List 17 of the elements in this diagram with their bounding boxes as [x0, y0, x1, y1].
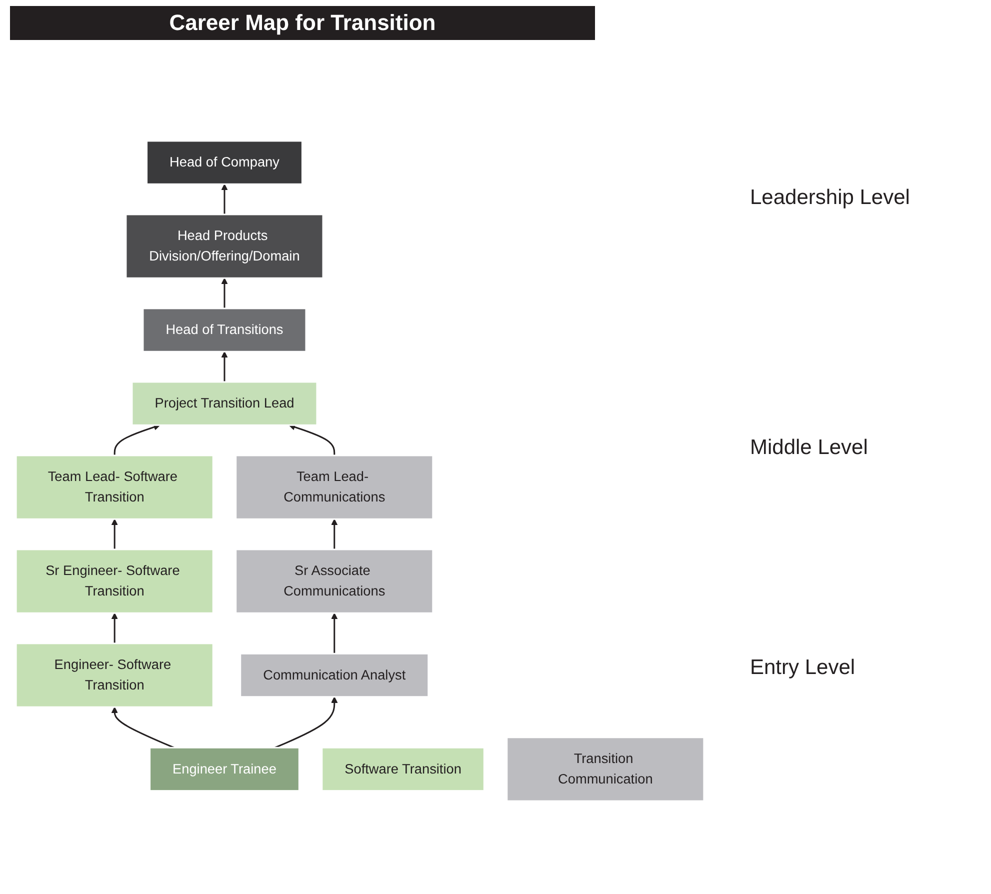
level-label: Leadership Level: [750, 186, 910, 210]
level-label: Entry Level: [750, 656, 856, 680]
career-role-box: Team Lead- Communications: [235, 454, 434, 520]
career-role-box: Head of Transitions: [142, 308, 307, 352]
career-role-box: Transition Communication: [506, 736, 705, 802]
career-role-box: Software Transition: [321, 746, 485, 792]
career-role-box: Engineer- Software Transition: [15, 642, 214, 708]
career-role-box: Team Lead- Software Transition: [15, 454, 214, 520]
career-role-box: Sr Engineer- Software Transition: [15, 548, 214, 614]
career-role-box: Communication Analyst: [240, 652, 430, 698]
career-role-box: Head Products Division/Offering/Domain: [125, 214, 324, 279]
title-banner: Career Map for Transition: [10, 6, 595, 40]
level-label: Middle Level: [750, 436, 868, 460]
career-role-box: Project Transition Lead: [131, 381, 318, 426]
career-role-box: Head of Company: [146, 140, 303, 185]
career-role-box: Engineer Trainee: [149, 746, 300, 792]
career-role-box: Sr Associate Communications: [235, 548, 434, 614]
